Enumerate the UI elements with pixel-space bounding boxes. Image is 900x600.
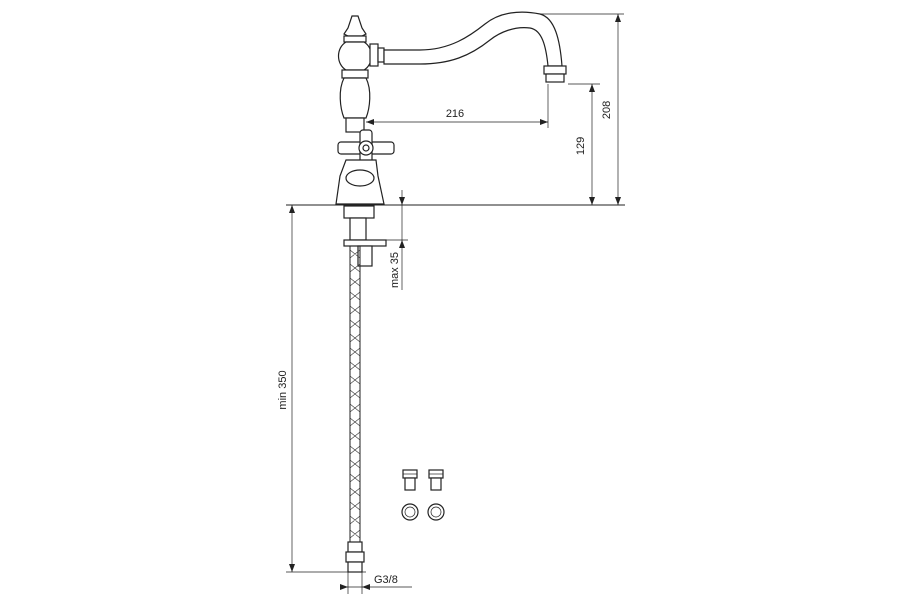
washer-icon [401, 503, 419, 521]
mounting-nut [357, 245, 373, 267]
thread-callout: G3/8 [340, 572, 412, 594]
nut-icon [428, 469, 444, 491]
hose-length-label: min 350 [277, 370, 289, 409]
braided-hose [345, 245, 365, 573]
dimension-deck-thickness: max 35 [386, 190, 408, 290]
outlet-height-label: 129 [575, 137, 587, 155]
accessory-kit [401, 469, 445, 521]
deck-thickness-label: max 35 [389, 252, 401, 288]
spout-reach-label: 216 [446, 108, 464, 120]
column-neck [345, 117, 365, 133]
spout-collar-inner [377, 47, 385, 63]
mounting-shank [343, 205, 375, 219]
overall-height-label: 208 [601, 101, 613, 119]
nut-icon [402, 469, 418, 491]
hose-braid [349, 249, 361, 539]
mounting-assembly [343, 205, 387, 267]
faucet-finial [343, 15, 367, 37]
upper-column-bulb [337, 41, 373, 71]
dimension-outlet-height: 129 [568, 83, 600, 205]
hose-thread-end [347, 561, 363, 573]
aerator-tip [545, 73, 565, 83]
lower-column [339, 77, 371, 119]
dimension-spout-reach: 216 [366, 84, 549, 128]
handle-center-dot [362, 144, 370, 152]
hose-crimp [347, 541, 363, 553]
washer-icon [427, 503, 445, 521]
spout [383, 11, 563, 67]
mounting-plate [343, 239, 387, 247]
hose-fitting [345, 551, 365, 563]
finial-collar [343, 35, 367, 43]
column-ring [341, 69, 369, 79]
spout-collar [369, 43, 379, 67]
base-knob [345, 169, 375, 187]
dimension-hose-length: min 350 [277, 205, 366, 573]
aerator [543, 65, 567, 75]
dimension-overall-height: 208 [540, 13, 624, 205]
faucet [335, 11, 567, 205]
mounting-stud [349, 217, 367, 241]
thread-size-label: G3/8 [374, 574, 398, 586]
